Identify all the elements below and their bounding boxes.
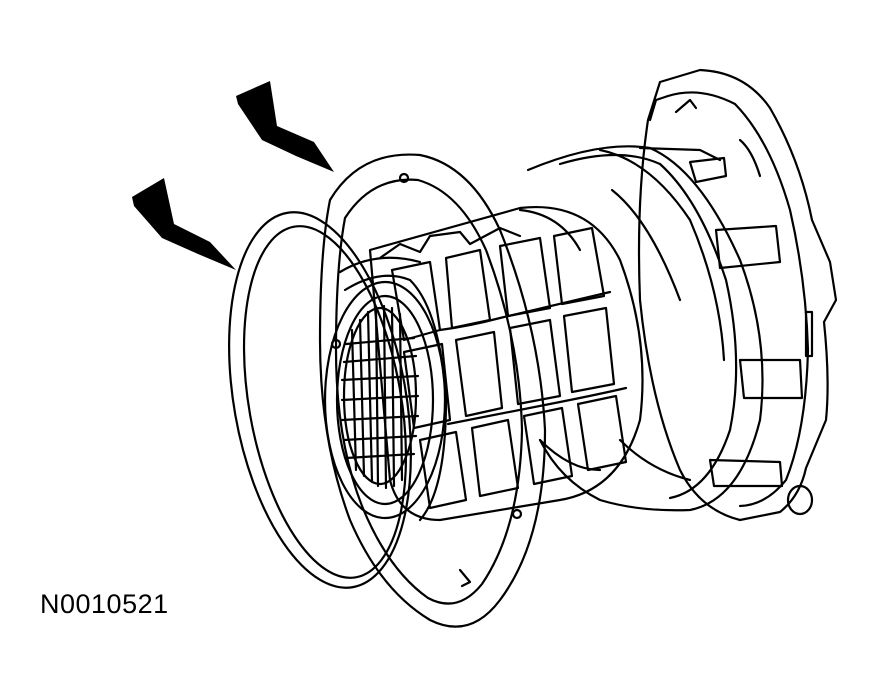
o-ring-seal (228, 211, 412, 589)
hub-rear-flange (637, 68, 838, 522)
arrow-pointer-icon (132, 178, 236, 270)
clutch-housing (526, 145, 804, 512)
hub-front-face (338, 256, 448, 522)
arrow-pointer-icon (236, 81, 334, 172)
figure-id-label: N0010521 (40, 589, 169, 619)
splined-bore (323, 280, 447, 520)
gasket (318, 153, 547, 628)
